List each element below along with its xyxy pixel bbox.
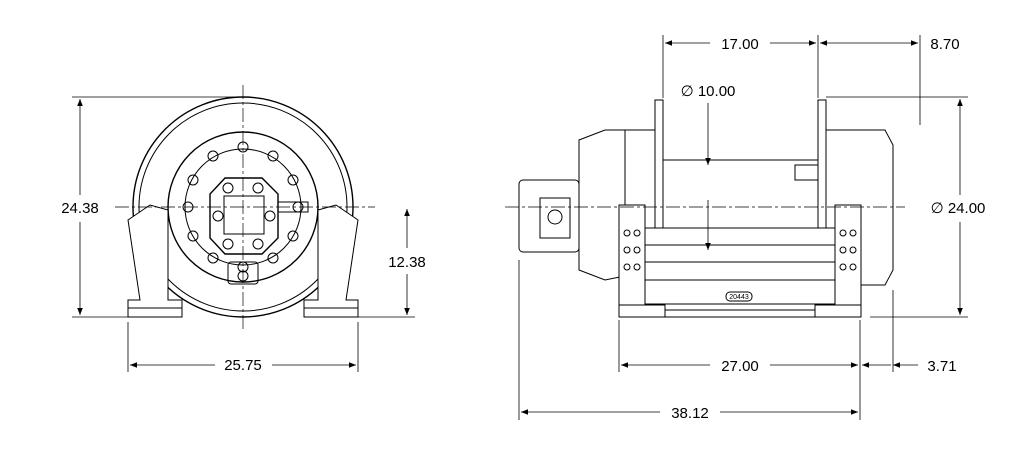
dim-drum-length: 17.00 bbox=[721, 36, 759, 53]
right-end-plate bbox=[834, 204, 862, 306]
side-dimensions: 17.00 8.70 ∅ 10.00 ∅ 24.00 27.00 3.71 38… bbox=[518, 35, 986, 422]
dim-base-width: 25.75 bbox=[224, 357, 262, 374]
part-label: 20443 bbox=[729, 294, 749, 301]
motor-flange bbox=[209, 177, 279, 255]
right-support bbox=[303, 204, 359, 318]
side-view: 20443 bbox=[505, 99, 905, 318]
base-frame bbox=[644, 227, 836, 305]
front-view bbox=[115, 85, 375, 330]
left-support bbox=[127, 204, 183, 318]
dim-motor-offset: 8.70 bbox=[930, 36, 959, 53]
dim-centerline-height: 12.38 bbox=[388, 254, 426, 271]
dim-overall-length: 38.12 bbox=[671, 405, 709, 422]
front-dimensions: 24.38 12.38 25.75 bbox=[61, 96, 426, 374]
dim-drum-diameter: ∅ 10.00 bbox=[681, 83, 736, 100]
dim-mount-length: 27.00 bbox=[721, 358, 759, 375]
dim-height: 24.38 bbox=[61, 200, 99, 217]
dim-flange-diameter: ∅ 24.00 bbox=[931, 200, 986, 217]
dim-overhang: 3.71 bbox=[927, 358, 956, 375]
left-end-plate bbox=[618, 204, 646, 306]
